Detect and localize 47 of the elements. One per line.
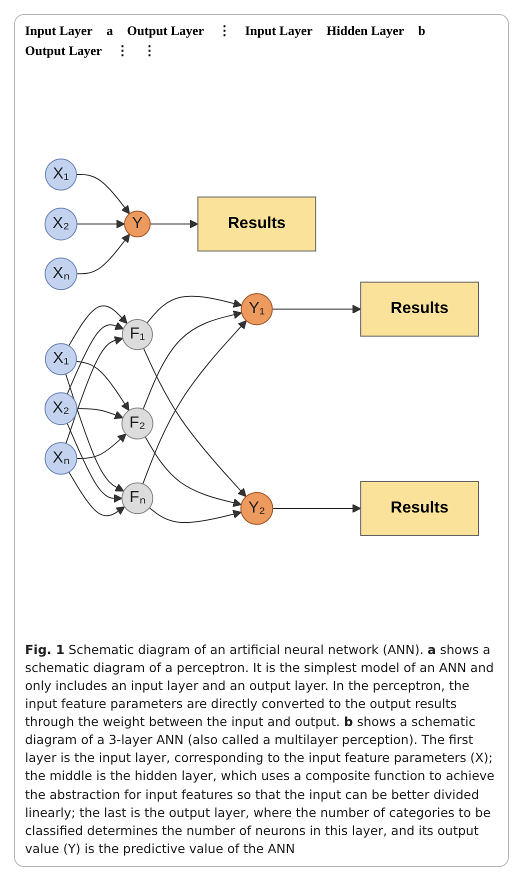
label-text: Output Layer xyxy=(25,43,102,59)
node-circle: Xₙ xyxy=(44,257,78,290)
arrow xyxy=(146,295,242,323)
label-text: b xyxy=(418,23,426,39)
arrow xyxy=(66,321,124,394)
label-text: ⋮ xyxy=(116,43,129,59)
node-box: Results xyxy=(197,196,316,252)
label-text: Input Layer xyxy=(25,23,93,39)
arrow xyxy=(64,373,124,492)
arrow xyxy=(68,471,125,516)
label-text: Output Layer xyxy=(127,23,204,39)
arrow xyxy=(76,174,130,214)
arrow xyxy=(272,504,361,512)
arrow xyxy=(66,422,122,502)
node-circle: X₂ xyxy=(44,392,78,425)
node-circle: Xₙ xyxy=(44,442,78,474)
arrow xyxy=(76,233,130,274)
node-circle: Y₁ xyxy=(240,292,273,325)
node-circle: Y₂ xyxy=(240,492,273,524)
arrow xyxy=(68,304,128,346)
node-circle: Y xyxy=(124,210,150,237)
arrow xyxy=(76,433,126,458)
arrow xyxy=(142,347,246,497)
node-box: Results xyxy=(360,480,479,536)
node-circle: X₂ xyxy=(44,207,78,240)
caption: Fig. 1 Schematic diagram of an artificial neural network (ANN). a shows a schematic diagram of a perceptron. It is the simplest model of an ANN and only includes an input layer and an output layer. In the perceptron, the input feature parameters are directly converted to the output results through the weight between the input and output. b shows a schematic diagram of a 3-layer ANN (also called a multilayer perception). The first layer is the input layer, corresponding to the input feature parameters (X); the middle is the hidden layer, which uses a composite function to achieve the abstraction for input features so that the input can be better divided linearly; the last is the output layer, where the number of categories to be classified determines the number of neurons in this layer, and its output value (Y) is the predictive value of the ANN xyxy=(25,640,496,858)
node-circle: F₂ xyxy=(121,407,154,440)
arrow xyxy=(144,436,242,507)
arrow xyxy=(76,360,130,410)
label-text: ⋮ xyxy=(142,43,156,59)
node-circle: Fₙ xyxy=(121,482,154,514)
node-box: Results xyxy=(360,281,479,336)
arrow xyxy=(148,506,242,523)
arrow xyxy=(65,336,123,444)
node-circle: X₁ xyxy=(44,342,77,375)
arrow xyxy=(150,219,198,228)
label-text: a xyxy=(106,23,114,39)
label-text: Hidden Layer xyxy=(326,23,404,39)
label-text: Input Layer xyxy=(244,23,313,39)
arrow xyxy=(76,219,125,228)
label-text: ⋮ xyxy=(218,23,231,39)
node-circle: F₁ xyxy=(122,318,153,350)
arrow xyxy=(272,304,361,314)
arrow xyxy=(142,310,242,410)
arrow xyxy=(76,408,124,419)
arrow xyxy=(142,320,246,484)
node-circle: X₁ xyxy=(44,158,77,190)
